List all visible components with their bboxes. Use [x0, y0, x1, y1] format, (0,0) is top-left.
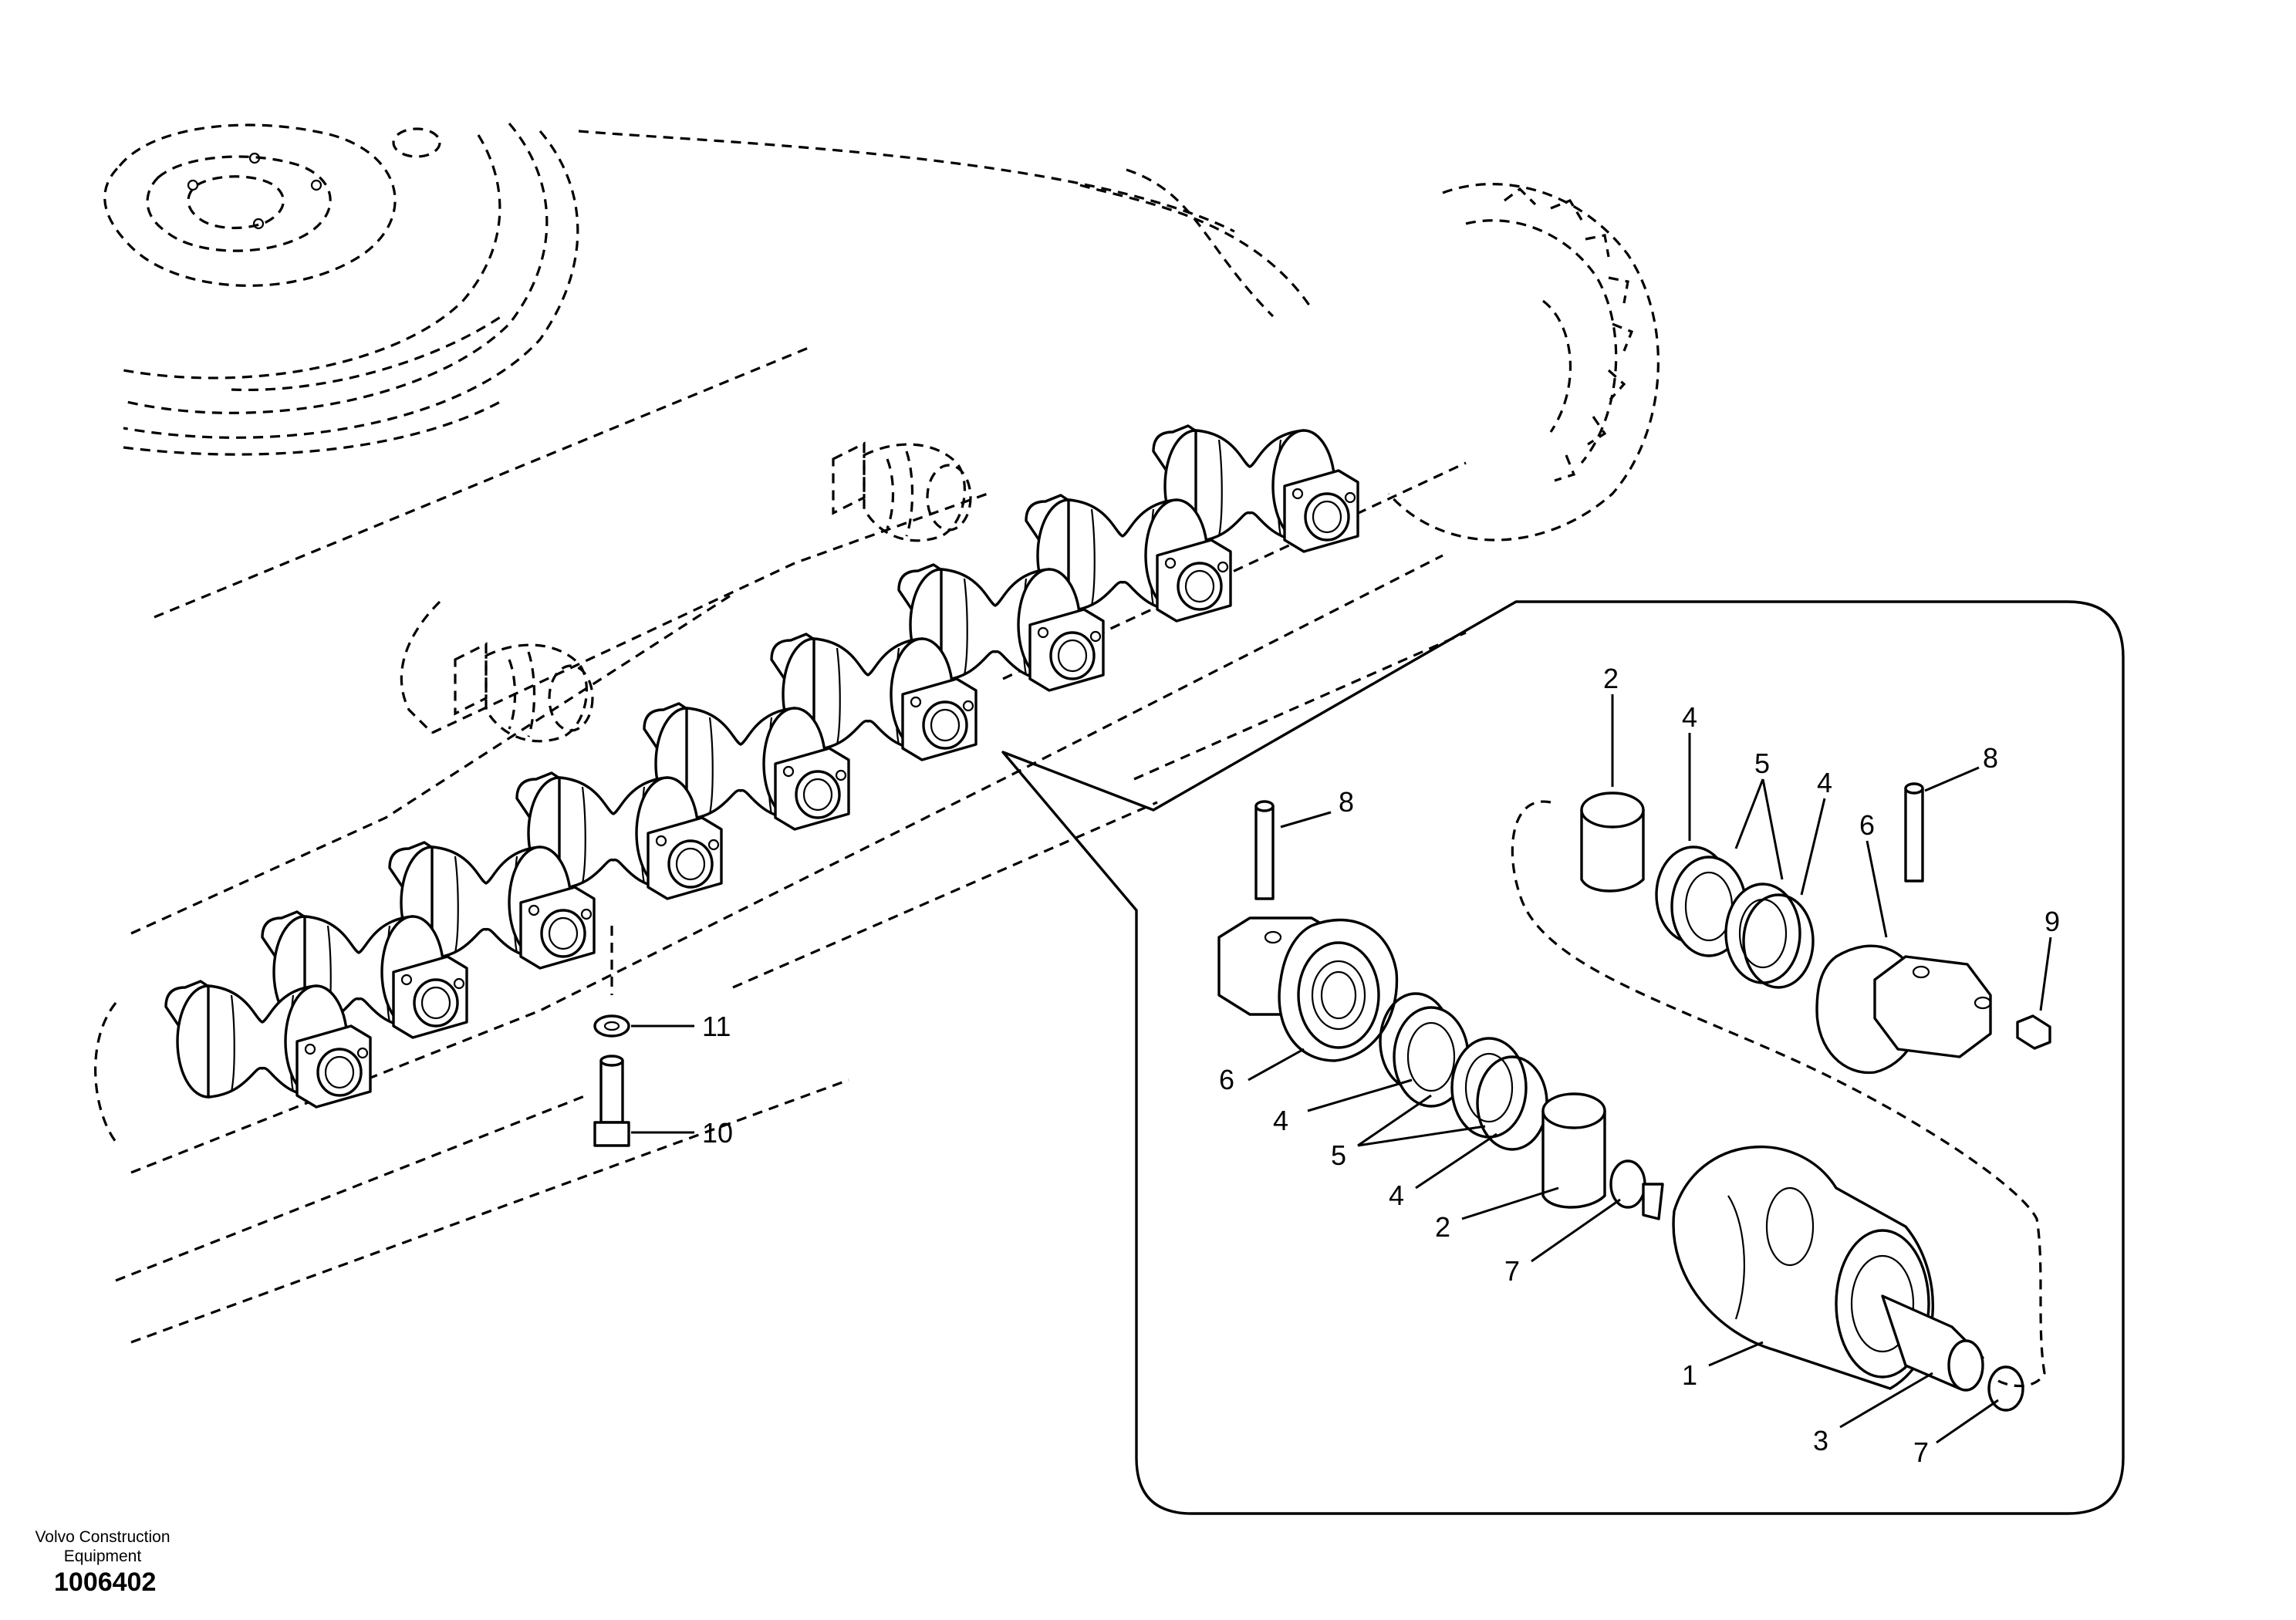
detail-view-frame [1001, 600, 2125, 1515]
alignment-path [1511, 800, 2046, 1388]
callout-2-bottom: 2 [1435, 1211, 1450, 1243]
leader-lines [1248, 694, 2052, 1444]
callout-11: 11 [702, 1011, 731, 1042]
company-name-line-1: Volvo Construction [35, 1528, 171, 1546]
callout-6-left: 6 [1219, 1064, 1234, 1095]
callout-4-low: 4 [1389, 1180, 1404, 1211]
callout-7-right: 7 [1913, 1436, 1929, 1468]
company-name-line-2: Equipment [63, 1547, 142, 1565]
detail-parts [1217, 782, 2051, 1412]
drawing-number: 1006402 [54, 1568, 157, 1597]
track-roller-row [164, 424, 1359, 1109]
callout-2-top: 2 [1603, 663, 1619, 694]
callout-9: 9 [2044, 906, 2060, 937]
callout-4-mid: 4 [1273, 1105, 1288, 1136]
callout-8-right: 8 [1983, 742, 1998, 774]
callout-5-bottom: 5 [1331, 1139, 1346, 1171]
callout-5-top: 5 [1754, 748, 1770, 779]
callout-4-top-left: 4 [1682, 701, 1697, 733]
callout-10: 10 [702, 1117, 733, 1149]
undercarriage-outline [94, 122, 1660, 1344]
company-name: Volvo Construction Equipment [22, 1527, 184, 1566]
main-hardware [593, 926, 694, 1147]
callout-3: 3 [1813, 1425, 1828, 1456]
callout-6-right: 6 [1859, 809, 1875, 841]
callout-4-top-right: 4 [1817, 767, 1832, 798]
callout-8-left: 8 [1339, 786, 1354, 818]
callout-7-mid: 7 [1504, 1255, 1520, 1287]
callout-1: 1 [1682, 1359, 1697, 1391]
